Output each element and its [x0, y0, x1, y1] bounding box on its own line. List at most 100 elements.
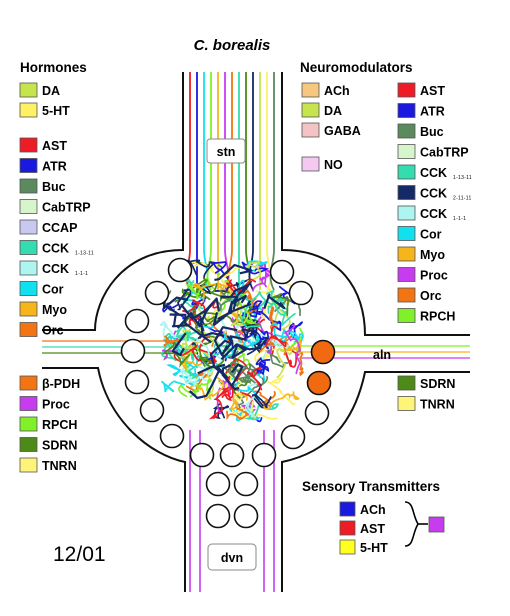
- legend-label: β-PDH: [42, 377, 80, 391]
- neuron-soma: [159, 423, 185, 449]
- legend-subscript: 1-13-11: [75, 251, 94, 257]
- legend-label: ATR: [42, 160, 67, 174]
- legend-label: Myo: [42, 303, 67, 317]
- legend-label: CCK: [42, 242, 69, 256]
- color-swatch: [19, 240, 38, 255]
- legend-label: RPCH: [420, 310, 455, 324]
- neuron-soma: [269, 259, 295, 285]
- hormone-pdh: β-PDH: [19, 375, 80, 391]
- neuromodulator-gaba: GABA: [301, 122, 361, 138]
- hormone-proc: Proc: [19, 396, 70, 412]
- color-swatch: [339, 501, 356, 517]
- color-swatch: [301, 122, 320, 138]
- legend-label: SDRN: [42, 439, 77, 453]
- color-swatch: [397, 123, 416, 139]
- legend-label: AST: [42, 139, 67, 153]
- hormone-cor: Cor: [19, 281, 64, 297]
- neuropil-fiber: [219, 375, 235, 399]
- neuromodulator-ach: ACh: [301, 82, 350, 98]
- color-swatch: [397, 246, 416, 262]
- legend-label: ACh: [360, 503, 386, 517]
- color-swatch: [339, 539, 356, 555]
- color-swatch: [397, 164, 416, 180]
- color-swatch: [19, 457, 38, 473]
- legend-label: GABA: [324, 124, 361, 138]
- hormone-cck-1-13-11: CCK 1-13-11: [19, 240, 94, 257]
- neuropil: [159, 259, 305, 423]
- date-stamp: 12/01: [53, 543, 106, 566]
- aln-label-text: aln: [373, 348, 391, 362]
- color-swatch: [301, 102, 320, 118]
- hormone-myo: Myo: [19, 301, 67, 317]
- neuron-soma: [139, 397, 165, 423]
- stn-label: stn: [206, 138, 246, 164]
- neuropil-fiber: [182, 277, 195, 308]
- hormone-cabtrp: CabTRP: [19, 199, 91, 215]
- legend-label: TNRN: [420, 398, 455, 412]
- neuromodulator-no: NO: [301, 156, 343, 172]
- sensory-heading: Sensory Transmitters: [302, 479, 440, 494]
- neuropil-fiber-dark: [220, 337, 269, 361]
- neuromodulator-proc: Proc: [397, 267, 448, 283]
- neuropil-fiber: [258, 311, 283, 332]
- color-swatch: [19, 375, 38, 391]
- color-swatch: [19, 437, 38, 452]
- color-swatch: [19, 158, 38, 173]
- hormone-5-ht: 5-HT: [19, 102, 70, 118]
- legend-label: Cor: [42, 283, 64, 297]
- neuropil-fiber: [289, 330, 304, 346]
- aln-transmitter-sdrn: SDRN: [397, 375, 455, 391]
- neuropil-fiber: [243, 334, 260, 348]
- neuropil-fiber: [175, 325, 192, 341]
- neuropil-fiber: [186, 299, 218, 314]
- neuron-soma: [219, 442, 245, 468]
- neuropil-fiber-dark: [169, 313, 212, 344]
- color-swatch: [397, 82, 416, 98]
- neuromodulator-orc: Orc: [397, 287, 442, 303]
- neuropil-fiber: [208, 387, 226, 420]
- neuropil-fiber: [240, 300, 263, 318]
- neuromodulator-cabtrp: CabTRP: [397, 144, 469, 160]
- sensory-brace: [404, 501, 419, 547]
- neuropil-fiber: [246, 261, 262, 283]
- color-swatch: [19, 102, 38, 118]
- neuron-soma: [205, 503, 231, 529]
- legend-label: CCK: [420, 187, 447, 201]
- neuron-soma: [144, 280, 170, 306]
- neuromodulator-buc: Buc: [397, 123, 444, 139]
- neuropil-fiber: [225, 278, 257, 295]
- neuron-soma: [288, 280, 314, 306]
- sensory-ach: ACh: [339, 501, 386, 517]
- legend-label: AST: [420, 84, 445, 98]
- sensory-ast: AST: [339, 520, 385, 536]
- neuromodulator-ast: AST: [397, 82, 445, 98]
- color-swatch: [19, 178, 38, 194]
- neuromodulator-atr: ATR: [397, 103, 445, 119]
- neuron-soma: [189, 442, 215, 468]
- hormone-ccap: CCAP: [19, 219, 77, 235]
- legend-label: Buc: [42, 180, 66, 194]
- neuron-soma: [124, 308, 150, 334]
- color-swatch: [19, 322, 38, 337]
- legend-subscript: 2-11-11: [453, 196, 472, 202]
- neuropil-fiber: [224, 386, 253, 411]
- sensory-5-ht: 5-HT: [339, 539, 388, 555]
- legend-label: DA: [324, 104, 342, 118]
- neuropil-fiber: [265, 325, 287, 348]
- legend-label: CCK: [420, 207, 447, 221]
- color-swatch: [397, 396, 416, 411]
- legend-label: CCAP: [42, 221, 77, 235]
- color-swatch: [19, 260, 38, 276]
- neuropil-fiber: [212, 403, 230, 419]
- color-swatch: [19, 416, 38, 432]
- neuron-soma: [233, 471, 259, 497]
- legend-subscript: 1-1-1: [75, 271, 88, 277]
- hormone-atr: ATR: [19, 158, 67, 174]
- stn-fiber: [266, 72, 272, 291]
- neuron-soma: [120, 338, 146, 364]
- legend-label: Proc: [420, 269, 448, 283]
- color-swatch: [397, 308, 416, 323]
- color-swatch: [19, 199, 38, 214]
- neuropil-fiber: [266, 290, 296, 327]
- neuron-soma: [205, 471, 231, 497]
